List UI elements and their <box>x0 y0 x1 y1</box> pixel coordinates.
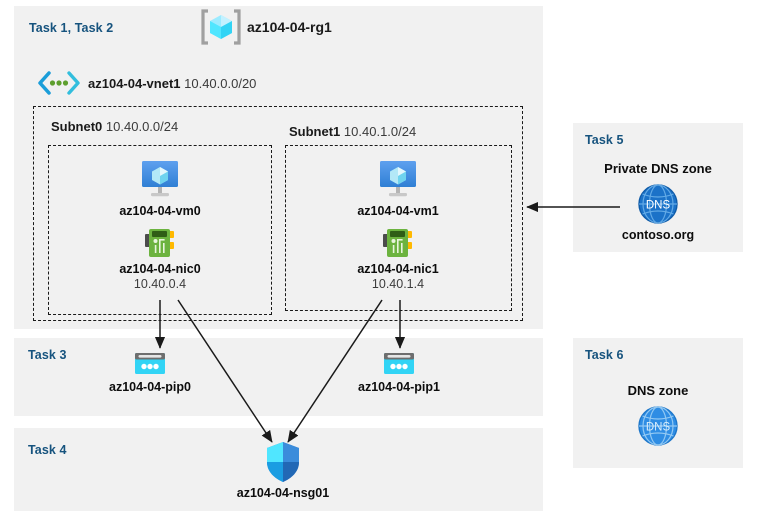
vnet-boundary <box>33 106 523 321</box>
resource-group-icon <box>200 8 242 46</box>
subnet0-header: Subnet0 10.40.0.0/24 <box>51 119 178 134</box>
nic0-private-ip: 10.40.0.4 <box>133 277 187 291</box>
subnet0-name: Subnet0 <box>51 119 103 134</box>
dns-zone-icon: DNS <box>598 404 718 448</box>
dns-zone-icon: DNS <box>598 182 718 226</box>
resource-group-name-text: az104-04-rg1 <box>247 19 332 35</box>
virtual-machine-icon <box>100 158 220 202</box>
task-label-3: Task 3 <box>28 348 67 362</box>
public-dns-panel <box>573 338 743 468</box>
vm1-label: az104-04-vm1 <box>357 204 439 218</box>
subnet1-boundary <box>285 145 512 311</box>
public-dns-title: DNS zone <box>627 383 689 398</box>
subnet1-header: Subnet1 10.40.1.0/24 <box>289 124 416 139</box>
virtual-network-icon <box>36 70 82 96</box>
pip1-label: az104-04-pip1 <box>358 380 440 394</box>
nic0-label: az104-04-nic0 <box>119 262 201 276</box>
task-label-6: Task 6 <box>585 348 624 362</box>
vm0-node[interactable]: az104-04-vm0 <box>100 158 220 219</box>
task-label-5: Task 5 <box>585 133 624 147</box>
resource-group-panel <box>14 6 543 329</box>
nsg-label: az104-04-nsg01 <box>236 486 330 500</box>
private-dns-title: Private DNS zone <box>604 161 712 176</box>
nic1-label: az104-04-nic1 <box>357 262 439 276</box>
public-ip-icon <box>90 350 210 378</box>
network-interface-icon <box>338 226 458 260</box>
vnet-name: az104-04-vnet1 <box>88 76 181 91</box>
subnet1-name: Subnet1 <box>289 124 341 139</box>
network-interface-icon <box>100 226 220 260</box>
nic1-node[interactable]: az104-04-nic1 10.40.1.4 <box>338 226 458 292</box>
vnet-header: az104-04-vnet1 10.40.0.0/20 <box>88 76 256 91</box>
task-label-1-2: Task 1, Task 2 <box>29 21 114 35</box>
subnet0-cidr: 10.40.0.0/24 <box>105 119 179 134</box>
private-dns-node[interactable]: DNS contoso.org <box>598 182 718 243</box>
nic1-private-ip: 10.40.1.4 <box>371 277 425 291</box>
vm1-node[interactable]: az104-04-vm1 <box>338 158 458 219</box>
public-ip-icon <box>339 350 459 378</box>
public-dns-node[interactable]: DNS <box>598 404 718 448</box>
vnet-address-space: 10.40.0.0/20 <box>184 76 257 91</box>
resource-group-name: az104-04-rg1 <box>247 19 332 35</box>
vm0-label: az104-04-vm0 <box>119 204 201 218</box>
subnet1-cidr: 10.40.1.0/24 <box>343 124 417 139</box>
nsg-node[interactable]: az104-04-nsg01 <box>223 440 343 501</box>
public-ip-panel <box>14 338 543 416</box>
pip0-label: az104-04-pip0 <box>109 380 191 394</box>
network-security-group-icon <box>223 440 343 484</box>
svg-text:DNS: DNS <box>646 422 671 434</box>
nic0-node[interactable]: az104-04-nic0 10.40.0.4 <box>100 226 220 292</box>
svg-text:DNS: DNS <box>646 200 671 212</box>
task-label-4: Task 4 <box>28 443 67 457</box>
pip0-node[interactable]: az104-04-pip0 <box>90 350 210 395</box>
virtual-machine-icon <box>338 158 458 202</box>
pip1-node[interactable]: az104-04-pip1 <box>339 350 459 395</box>
private-dns-name: contoso.org <box>621 228 695 242</box>
